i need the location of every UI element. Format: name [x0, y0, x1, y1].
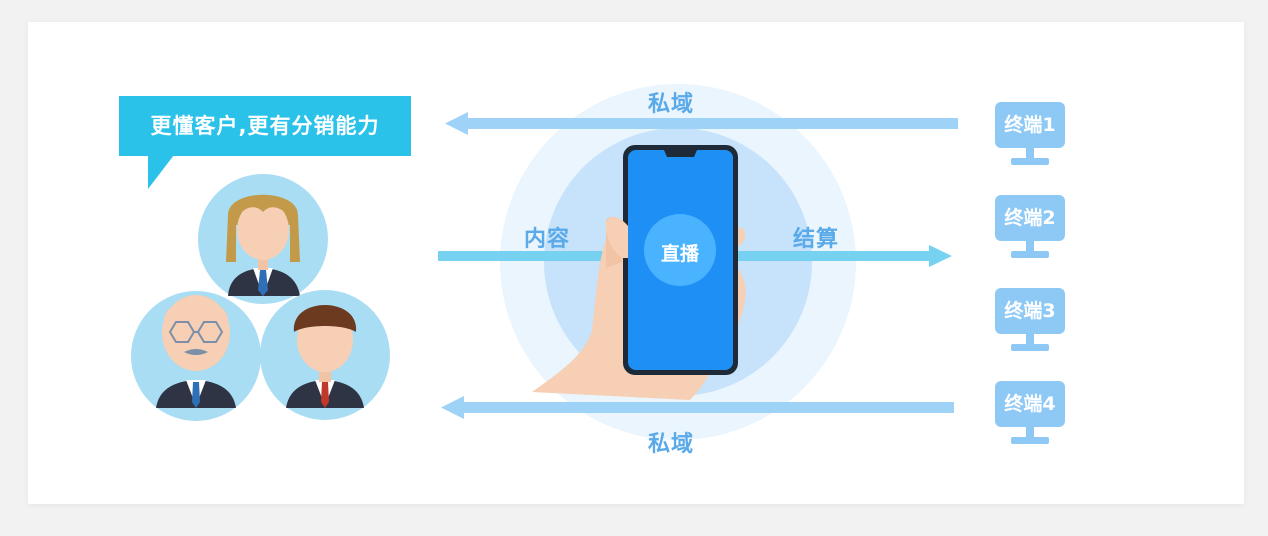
terminal-1-label: 终端1 [995, 102, 1065, 148]
terminal-1: 终端1 [995, 102, 1065, 174]
label-private-top: 私域 [648, 92, 695, 117]
label-settlement: 结算 [793, 227, 840, 252]
terminal-4: 终端4 [995, 381, 1065, 453]
speech-bubble-tail [148, 155, 174, 189]
live-circle [644, 214, 716, 286]
terminal-2-label: 终端2 [995, 195, 1065, 241]
person-young-man [260, 290, 390, 420]
terminal-2: 终端2 [995, 195, 1065, 267]
terminal-3: 终端3 [995, 288, 1065, 360]
arrow-private-bottom [441, 396, 954, 419]
label-live: 直播 [660, 243, 699, 265]
arrow-private-top [445, 112, 958, 135]
label-private-bottom: 私域 [648, 432, 695, 457]
label-content: 内容 [524, 227, 571, 252]
terminal-3-label: 终端3 [995, 288, 1065, 334]
person-woman [198, 174, 328, 304]
phone-illustration [623, 145, 738, 375]
person-old-man [131, 291, 261, 421]
terminal-4-label: 终端4 [995, 381, 1065, 427]
speech-bubble: 更懂客户,更有分销能力 [119, 96, 411, 156]
